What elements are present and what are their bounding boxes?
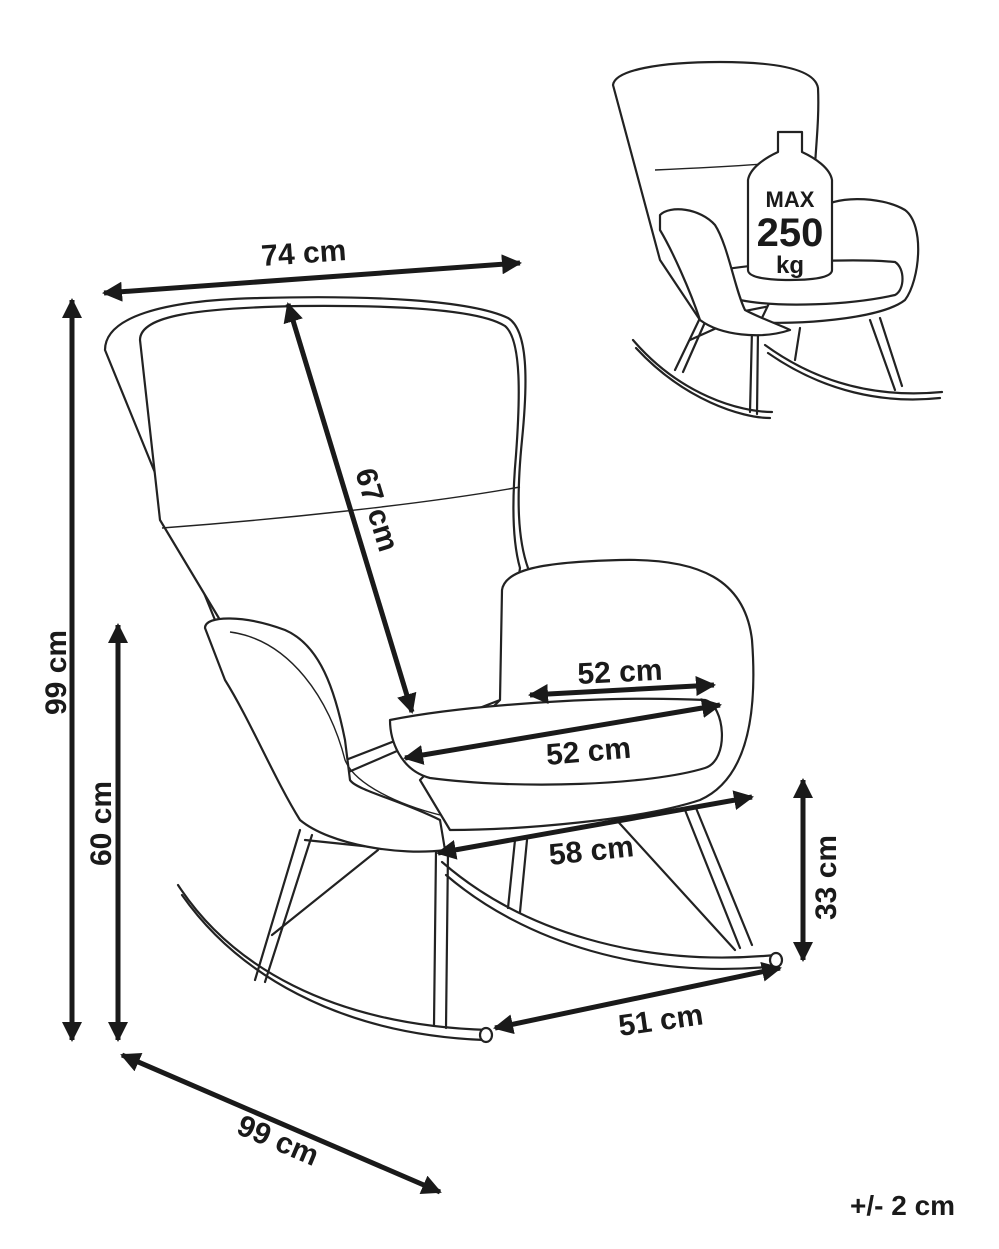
weight-value: 250 bbox=[757, 211, 824, 255]
small-rocker-right bbox=[763, 343, 944, 395]
label-rocker-span: 51 cm bbox=[616, 998, 705, 1043]
dimension-lines bbox=[62, 254, 813, 1195]
tolerance-note: +/- 2 cm bbox=[850, 1190, 955, 1221]
label-top-width: 74 cm bbox=[260, 234, 347, 273]
dim-line-rocker-span bbox=[493, 961, 782, 1035]
rocker-left-runner bbox=[176, 883, 490, 1032]
small-rocker-left bbox=[631, 338, 774, 414]
small-left-arm bbox=[658, 208, 792, 337]
label-seat-depth: 52 cm bbox=[577, 654, 664, 691]
dim-line-seat-depth bbox=[528, 675, 716, 705]
label-total-depth: 99 cm bbox=[232, 1109, 323, 1173]
weight-unit: kg bbox=[776, 252, 804, 279]
rocker-left-runner-inner bbox=[180, 893, 486, 1042]
label-armrest-height: 60 cm bbox=[85, 781, 118, 866]
rocker-right-runner bbox=[440, 860, 777, 959]
weight-max-label: MAX bbox=[766, 187, 815, 212]
small-chair-legs bbox=[673, 316, 904, 416]
small-rocker-left-inner bbox=[634, 346, 772, 420]
weight-capacity-illustration: MAX 250 kg bbox=[611, 60, 944, 420]
rocker-end-cap bbox=[478, 1026, 494, 1044]
dim-line-backrest-height bbox=[283, 302, 417, 714]
left-arm-inner-line bbox=[229, 631, 441, 816]
label-seat-width: 52 cm bbox=[545, 732, 633, 772]
rocker-end-cap bbox=[768, 951, 784, 969]
label-seat-height: 33 cm bbox=[810, 835, 843, 920]
label-front-width: 58 cm bbox=[547, 830, 635, 872]
main-chair-drawing bbox=[103, 296, 784, 1044]
dim-line-top-width bbox=[102, 254, 522, 302]
dim-line-front-width bbox=[436, 790, 754, 860]
label-total-height: 99 cm bbox=[40, 630, 73, 715]
weight-icon bbox=[746, 130, 834, 282]
dim-line-total-depth bbox=[120, 1052, 442, 1195]
dim-line-seat-width bbox=[403, 698, 722, 765]
small-rocker-right-inner bbox=[766, 351, 942, 401]
